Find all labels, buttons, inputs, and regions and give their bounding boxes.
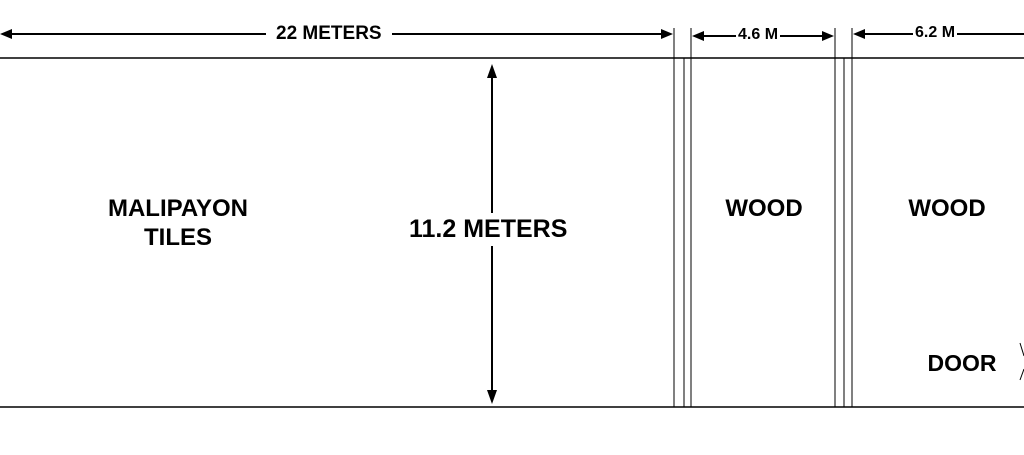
room-1-label: MALIPAYON TILES: [72, 195, 284, 253]
height-label: 11.2 METERS: [405, 213, 572, 246]
room-1-label-line1: MALIPAYON: [107, 195, 248, 222]
room2-width-label: 4.6 M: [736, 26, 781, 43]
room3-width-label: 6.2 M: [913, 24, 958, 41]
door-symbol: [1019, 342, 1024, 381]
door-label: DOOR: [927, 350, 997, 376]
room-1-label-line2: TILES: [143, 223, 212, 251]
room-3-label: WOOD: [908, 195, 986, 222]
total-width-label: 22 METERS: [266, 24, 392, 43]
room-2-label: WOOD: [725, 195, 803, 222]
